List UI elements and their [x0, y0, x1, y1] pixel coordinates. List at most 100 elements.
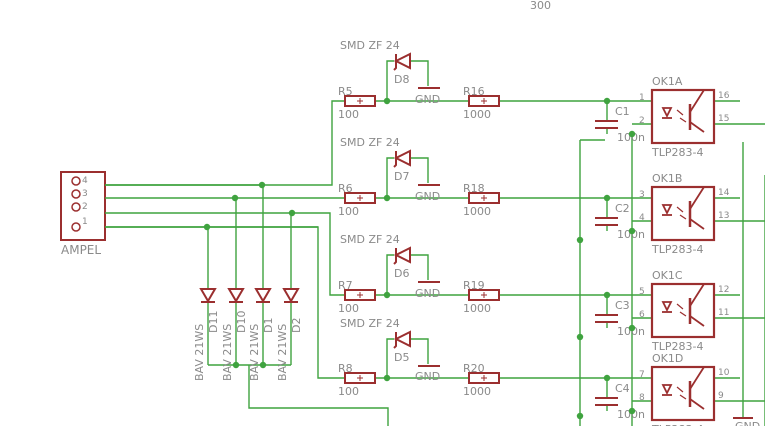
zener-value-label: SMD ZF 24 — [340, 39, 400, 52]
phototransistor-leads — [689, 186, 705, 230]
connector-body — [60, 171, 106, 241]
led-icon — [661, 204, 673, 216]
resistor-value-label: 1000 — [463, 385, 491, 398]
light-arrows-icon — [676, 206, 687, 220]
zener-diode-icon — [393, 330, 411, 348]
junction-dot — [383, 374, 391, 382]
diode-value-label: BAV 21WS — [193, 324, 206, 381]
wire — [105, 100, 345, 186]
diode-ref-label: D10 — [235, 311, 248, 333]
diode-value-label: BAV 21WS — [248, 324, 261, 381]
resistor-marker — [357, 292, 363, 298]
wires-layer — [105, 60, 765, 426]
led-icon — [661, 384, 673, 396]
resistor-ref-label: R5 — [338, 85, 353, 98]
optocoupler-type-label: TLP283-4 — [651, 423, 703, 426]
wire — [386, 60, 394, 101]
optocoupler-type-label: TLP283-4 — [651, 146, 703, 159]
protection-diode-icon — [282, 288, 300, 303]
optocoupler-ref-label: OK1A — [652, 75, 683, 88]
gnd-label: GND — [415, 370, 440, 383]
pin-number-label: 6 — [639, 310, 645, 320]
optocoupler-type-label: TLP283-4 — [651, 340, 703, 353]
resistor-ref-label: R7 — [338, 279, 353, 292]
zener-diode-icon — [393, 52, 411, 70]
resistor-body — [468, 372, 500, 384]
optocoupler-ref-label: OK1B — [652, 172, 682, 185]
connector-name: AMPEL — [61, 243, 101, 257]
pin-number-label: 14 — [718, 188, 730, 198]
pin-number-label: 2 — [639, 116, 645, 126]
junction-dot — [576, 236, 584, 244]
junction-dot — [628, 324, 636, 332]
zener-value-label: SMD ZF 24 — [340, 136, 400, 149]
pin-number-label: 16 — [718, 91, 730, 101]
capacitor-value-label: 100n — [617, 325, 645, 338]
resistor-marker — [481, 98, 487, 104]
junction-dot — [258, 181, 266, 189]
resistor-value-label: 100 — [338, 302, 359, 315]
diode-value-label: BAV 21WS — [221, 324, 234, 381]
zener-bar-icon — [393, 248, 397, 265]
resistor-marker — [357, 98, 363, 104]
diode-value-label: BAV 21WS — [276, 324, 289, 381]
resistor-body — [344, 192, 376, 204]
junction-dot — [383, 97, 391, 105]
junctions-layer — [203, 97, 636, 420]
pin-number-label: 7 — [639, 370, 645, 380]
resistor-value-label: 100 — [338, 108, 359, 121]
pin-number-label: 1 — [639, 93, 645, 103]
resistor-ref-label: R16 — [463, 85, 485, 98]
resistor-ref-label: R18 — [463, 182, 485, 195]
connector-pin-1 — [71, 222, 81, 232]
pin-number-label: 15 — [718, 114, 729, 124]
connector-ampel: 4 3 2 1 AMPEL — [60, 171, 106, 257]
wire — [248, 365, 389, 426]
junction-dot — [231, 194, 239, 202]
pin-number-label: 10 — [718, 368, 730, 378]
zener-ref-label: D6 — [394, 267, 409, 280]
zener-value-label: SMD ZF 24 — [340, 317, 400, 330]
pin-number-label: 3 — [639, 190, 645, 200]
junction-dot — [232, 361, 240, 369]
protection-diode-icon — [227, 288, 245, 303]
zener-bar-icon — [393, 332, 397, 349]
protection-diode-icon — [199, 288, 217, 303]
resistor-value-label: 1000 — [463, 302, 491, 315]
junction-dot — [576, 412, 584, 420]
junction-dot — [628, 130, 636, 138]
junction-dot — [576, 333, 584, 341]
resistor-marker — [481, 292, 487, 298]
capacitor-ref-label: C3 — [615, 299, 630, 312]
optocoupler-body — [650, 282, 716, 339]
resistor-marker — [481, 195, 487, 201]
capacitor-ref-label: C4 — [615, 382, 630, 395]
resistor-body — [344, 372, 376, 384]
junction-dot — [259, 361, 267, 369]
light-arrows-icon — [676, 386, 687, 400]
gnd-label: GND — [415, 190, 440, 203]
capacitor-ref-label: C1 — [615, 105, 630, 118]
gnd-label: GND — [735, 420, 760, 426]
parts-layer — [199, 52, 753, 422]
resistor-value-label: 100 — [338, 385, 359, 398]
led-icon — [661, 301, 673, 313]
sheet-number: 300 — [530, 0, 551, 12]
connector-pin-label: 2 — [82, 202, 88, 212]
junction-dot — [383, 291, 391, 299]
junction-dot — [628, 407, 636, 415]
resistor-body — [344, 95, 376, 107]
junction-dot — [603, 97, 611, 105]
capacitor-ref-label: C2 — [615, 202, 630, 215]
resistor-ref-label: R6 — [338, 182, 353, 195]
junction-dot — [603, 291, 611, 299]
resistor-marker — [357, 195, 363, 201]
connector-pin-label: 3 — [82, 189, 88, 199]
wire — [386, 157, 394, 198]
protection-diode-icon — [254, 288, 272, 303]
junction-dot — [203, 223, 211, 231]
resistor-body — [468, 192, 500, 204]
junction-dot — [603, 194, 611, 202]
phototransistor-leads — [689, 366, 705, 410]
